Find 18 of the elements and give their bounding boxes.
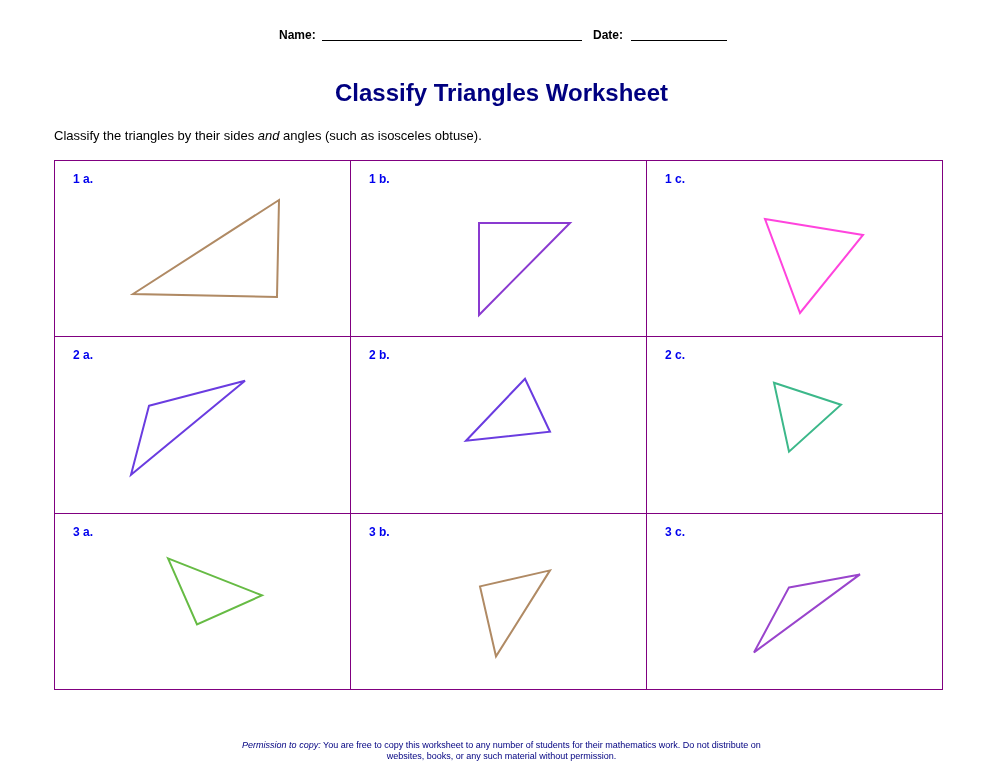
problem-number: 3 a. [73,524,93,539]
problem-number: 3 c. [665,524,685,539]
footer-note: Permission to copy: You are free to copy this worksheet to any number of students for their mathematics work. Do not distribute on websites, books, or any such material without permission. [241,740,762,762]
instructions: Classify the triangles by their sides and angles (such as isosceles obtuse). [54,128,482,143]
problem-number: 1 c. [665,172,685,186]
problem-number: 2 c. [665,348,685,363]
problem-number: 3 b. [369,524,390,539]
problem-number: 1 b. [369,172,390,186]
worksheet-title: Classify Triangles Worksheet [334,79,669,107]
worksheet-cell [646,512,943,690]
problem-number: 2 b. [369,348,390,363]
problem-number: 2 a. [73,348,93,363]
worksheet-cell [646,160,943,338]
field-label: Name: [279,28,316,42]
worksheet-cell [54,160,351,338]
worksheet-cell [54,512,351,690]
field-label: Date: [593,28,623,42]
problem-number: 1 a. [73,172,93,186]
